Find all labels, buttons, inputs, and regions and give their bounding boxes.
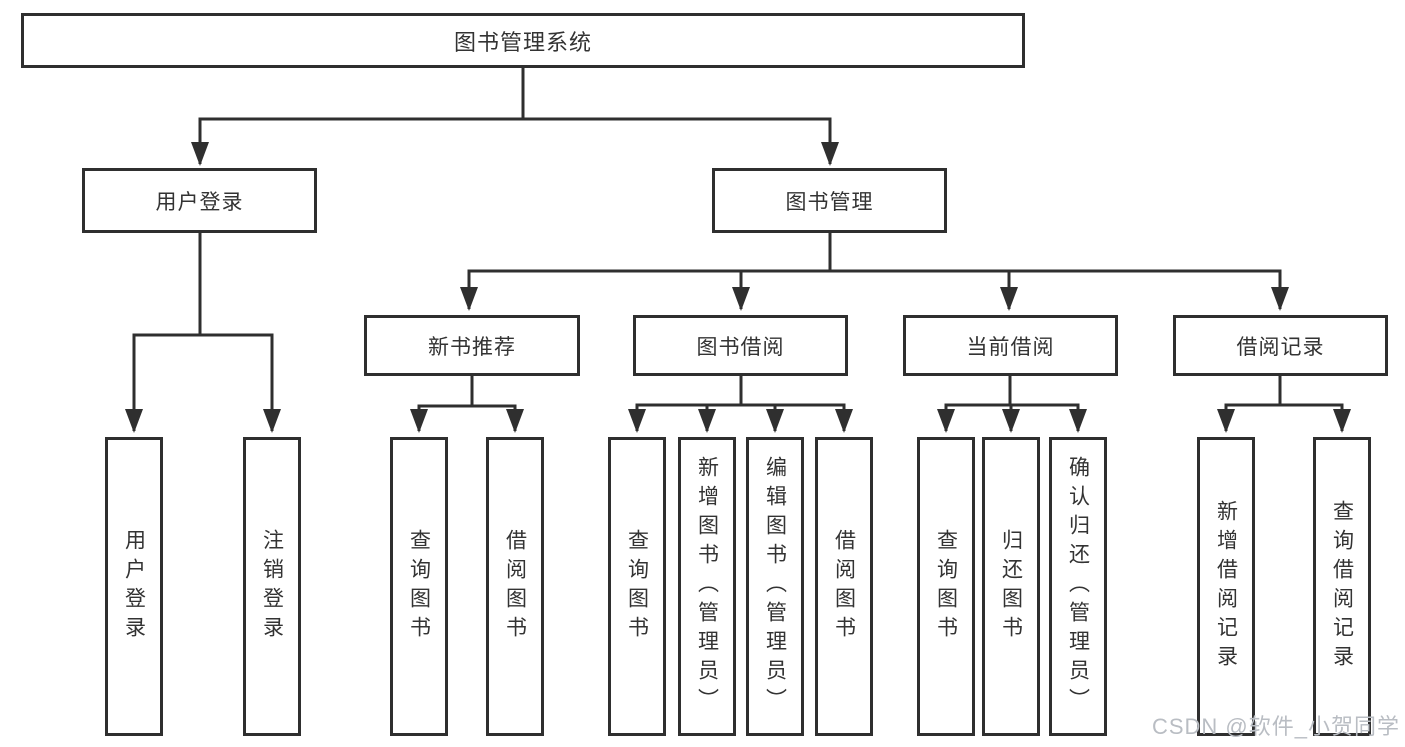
connector-current-borrow [937, 376, 1087, 433]
connector-book-mgmt [460, 233, 1289, 311]
node-user-login: 用户登录 [82, 168, 317, 233]
node-book-borrow: 图书借阅 [633, 315, 848, 376]
leaf-cb-return-books-label: 归还图书 [999, 528, 1023, 645]
connector-borrow-records [1217, 376, 1351, 433]
leaf-br-add-record: 新增借阅记录 [1197, 437, 1255, 736]
leaf-br-query-record: 查询借阅记录 [1313, 437, 1371, 736]
leaf-logout-label: 注销登录 [260, 528, 284, 645]
node-new-book-rec-label: 新书推荐 [428, 335, 516, 359]
csdn-watermark: CSDN @软件_小贺同学 [1151, 714, 1400, 739]
connector-user-login [125, 233, 281, 433]
node-library-system: 图书管理系统 [21, 13, 1025, 68]
node-current-borrow-label: 当前借阅 [966, 335, 1055, 359]
leaf-bb-borrow-books-label: 借阅图书 [832, 528, 856, 645]
leaf-cb-query-books: 查询图书 [917, 437, 975, 736]
connector-new-book-rec [410, 376, 524, 433]
leaf-cb-query-books-label: 查询图书 [934, 528, 958, 645]
leaf-bb-edit-books-admin-label: 编辑图书（管理员） [763, 456, 787, 717]
node-borrow-records: 借阅记录 [1173, 315, 1388, 376]
node-book-borrow-label: 图书借阅 [696, 335, 785, 359]
leaf-bb-query-books: 查询图书 [608, 437, 666, 736]
leaf-bb-add-books-admin: 新增图书（管理员） [678, 437, 736, 736]
leaf-br-query-record-label: 查询借阅记录 [1330, 499, 1354, 674]
node-library-system-label: 图书管理系统 [453, 29, 592, 55]
node-new-book-rec: 新书推荐 [364, 315, 580, 376]
leaf-br-add-record-label: 新增借阅记录 [1214, 499, 1238, 674]
leaf-bb-borrow-books: 借阅图书 [815, 437, 873, 736]
node-book-mgmt: 图书管理 [712, 168, 947, 233]
leaf-rec-borrow-books: 借阅图书 [486, 437, 544, 736]
leaf-user-login-label: 用户登录 [122, 528, 146, 645]
leaf-rec-query-books-label: 查询图书 [407, 528, 431, 645]
leaf-logout: 注销登录 [243, 437, 301, 736]
leaf-rec-query-books: 查询图书 [390, 437, 448, 736]
leaf-rec-borrow-books-label: 借阅图书 [503, 528, 527, 645]
node-current-borrow: 当前借阅 [903, 315, 1118, 376]
connector-root [191, 68, 839, 166]
leaf-bb-edit-books-admin: 编辑图书（管理员） [746, 437, 804, 736]
node-user-login-label: 用户登录 [155, 190, 244, 214]
node-borrow-records-label: 借阅记录 [1236, 335, 1325, 359]
leaf-cb-confirm-return-admin: 确认归还（管理员） [1049, 437, 1107, 736]
connector-book-borrow [628, 376, 853, 433]
leaf-bb-add-books-admin-label: 新增图书（管理员） [695, 456, 719, 717]
leaf-cb-return-books: 归还图书 [982, 437, 1040, 736]
leaf-bb-query-books-label: 查询图书 [625, 528, 649, 645]
node-book-mgmt-label: 图书管理 [785, 190, 874, 214]
leaf-cb-confirm-return-admin-label: 确认归还（管理员） [1066, 456, 1090, 717]
leaf-user-login: 用户登录 [105, 437, 163, 736]
